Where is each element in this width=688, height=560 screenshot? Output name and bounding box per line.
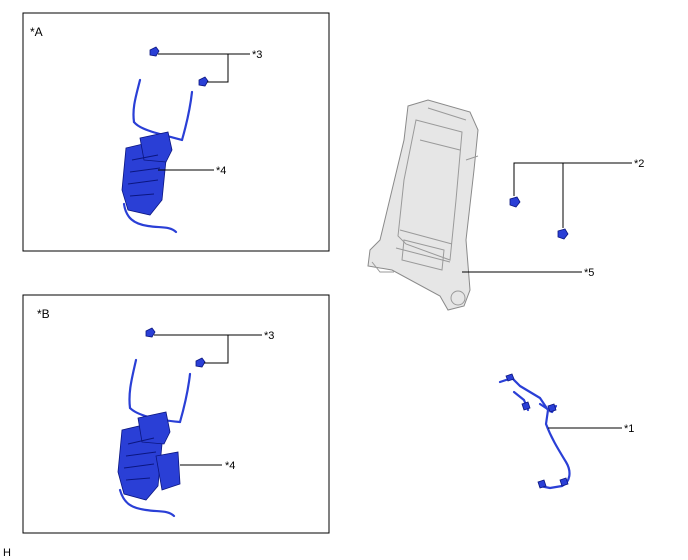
panel-a-frame	[22, 12, 330, 252]
panel-b-clip-leader	[154, 334, 262, 364]
panel-a-clip-leader	[158, 53, 250, 83]
seatback-frame-icon	[367, 99, 479, 311]
panel-b-seat-heater-icon	[117, 358, 192, 518]
panel-a-clip-callout: *3	[252, 49, 262, 61]
panel-b-frame	[22, 294, 330, 534]
panel-a-label: *A	[30, 25, 43, 39]
panel-a-clip-bottom-icon	[198, 76, 209, 87]
wire-harness-icon	[498, 373, 571, 490]
panel-a: *A *3 *4	[22, 12, 330, 252]
panel-b-clip-bottom-icon	[195, 357, 206, 368]
clip-right-icon	[557, 228, 569, 240]
clips-callout: *2	[634, 158, 644, 170]
panel-a-heater-callout: *4	[216, 165, 226, 177]
frame-callout: *5	[584, 267, 594, 279]
figure-code: H	[3, 547, 11, 559]
panel-b: *B *3 *4	[22, 294, 330, 534]
panel-b-clip-callout: *3	[264, 330, 274, 342]
panel-a-clip-top-icon	[149, 46, 160, 57]
clips-leader	[513, 162, 632, 228]
panel-b-heater-callout: *4	[225, 460, 235, 472]
panel-a-seat-heater-icon	[121, 78, 194, 234]
harness-callout: *1	[624, 423, 634, 435]
panel-b-label: *B	[37, 307, 50, 321]
panel-b-clip-top-icon	[145, 327, 156, 338]
clip-left-icon	[509, 196, 521, 208]
